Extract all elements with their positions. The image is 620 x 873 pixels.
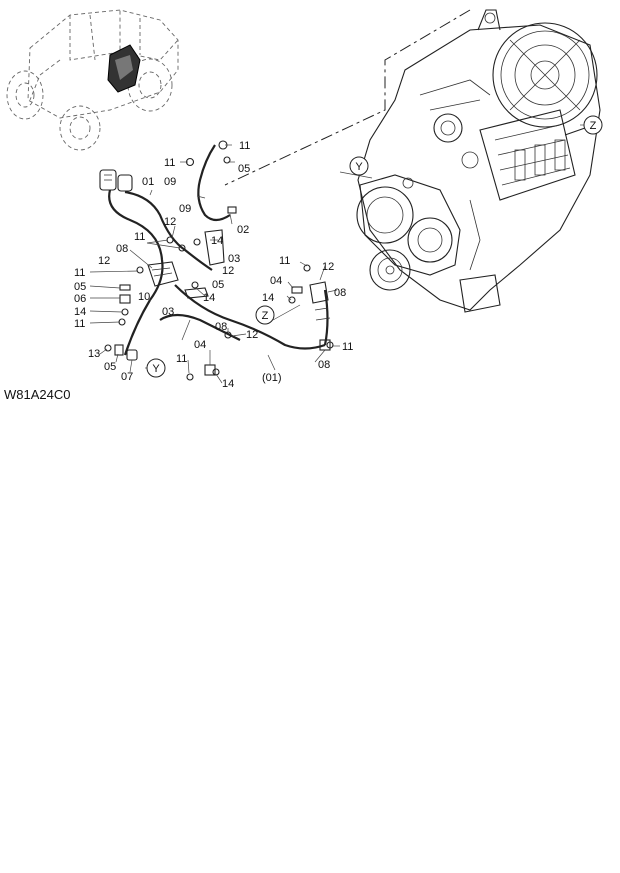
tractor-overview: [6, 9, 179, 151]
callout-08: 08: [334, 287, 346, 299]
callout-01-ref: (01): [262, 372, 282, 384]
callout-12: 12: [164, 216, 176, 228]
view-marker-z-harness: Z: [255, 305, 275, 325]
callout-13: 13: [88, 348, 100, 360]
view-marker-y-harness: Y: [146, 358, 166, 378]
callout-09: 09: [179, 203, 191, 215]
callout-14: 14: [74, 306, 86, 318]
callout-08: 08: [318, 359, 330, 371]
svg-text:Z: Z: [262, 310, 269, 322]
callout-12: 12: [322, 261, 334, 273]
callout-12: 12: [222, 265, 234, 277]
callout-14: 14: [203, 292, 215, 304]
callout-11: 11: [74, 318, 85, 330]
svg-text:Y: Y: [355, 161, 363, 173]
callout-12: 12: [246, 329, 258, 341]
callout-10: 10: [138, 291, 150, 303]
callout-08: 08: [116, 243, 128, 255]
callout-11: 11: [74, 267, 85, 279]
part-callouts: 11 11 05 09 01 09 02 12 14 11 08 03 12 1…: [74, 140, 353, 390]
svg-text:Z: Z: [590, 120, 597, 132]
callout-04: 04: [270, 275, 282, 287]
callout-05: 05: [74, 281, 86, 293]
callout-01: 01: [142, 176, 154, 188]
callout-12: 12: [98, 255, 110, 267]
callout-03: 03: [228, 253, 240, 265]
view-marker-y-transmission: Y: [349, 156, 369, 176]
callout-07: 07: [121, 371, 133, 383]
transmission-assembly: [356, 9, 601, 313]
view-marker-z-transmission: Z: [583, 115, 603, 135]
callout-14: 14: [211, 235, 223, 247]
callout-06: 06: [74, 293, 86, 305]
reference-line: [224, 9, 471, 186]
callout-05: 05: [238, 163, 250, 175]
drawing-code: W81A24C0: [4, 387, 70, 402]
callout-05: 05: [104, 361, 116, 373]
callout-14: 14: [222, 378, 234, 390]
callout-11: 11: [134, 231, 145, 243]
callout-11: 11: [279, 255, 290, 267]
callout-09: 09: [164, 176, 176, 188]
callout-03: 03: [162, 306, 174, 318]
callout-11: 11: [176, 353, 187, 365]
callout-11: 11: [164, 157, 175, 169]
callout-02: 02: [237, 224, 249, 236]
wiring-harness-assembly: [99, 140, 334, 381]
leader-lines: [89, 124, 590, 384]
callout-04: 04: [194, 339, 206, 351]
callout-11: 11: [239, 140, 250, 152]
callout-11: 11: [342, 341, 353, 353]
callout-05: 05: [212, 279, 224, 291]
callout-08: 08: [215, 321, 227, 333]
svg-text:Y: Y: [152, 363, 160, 375]
callout-14: 14: [262, 292, 274, 304]
